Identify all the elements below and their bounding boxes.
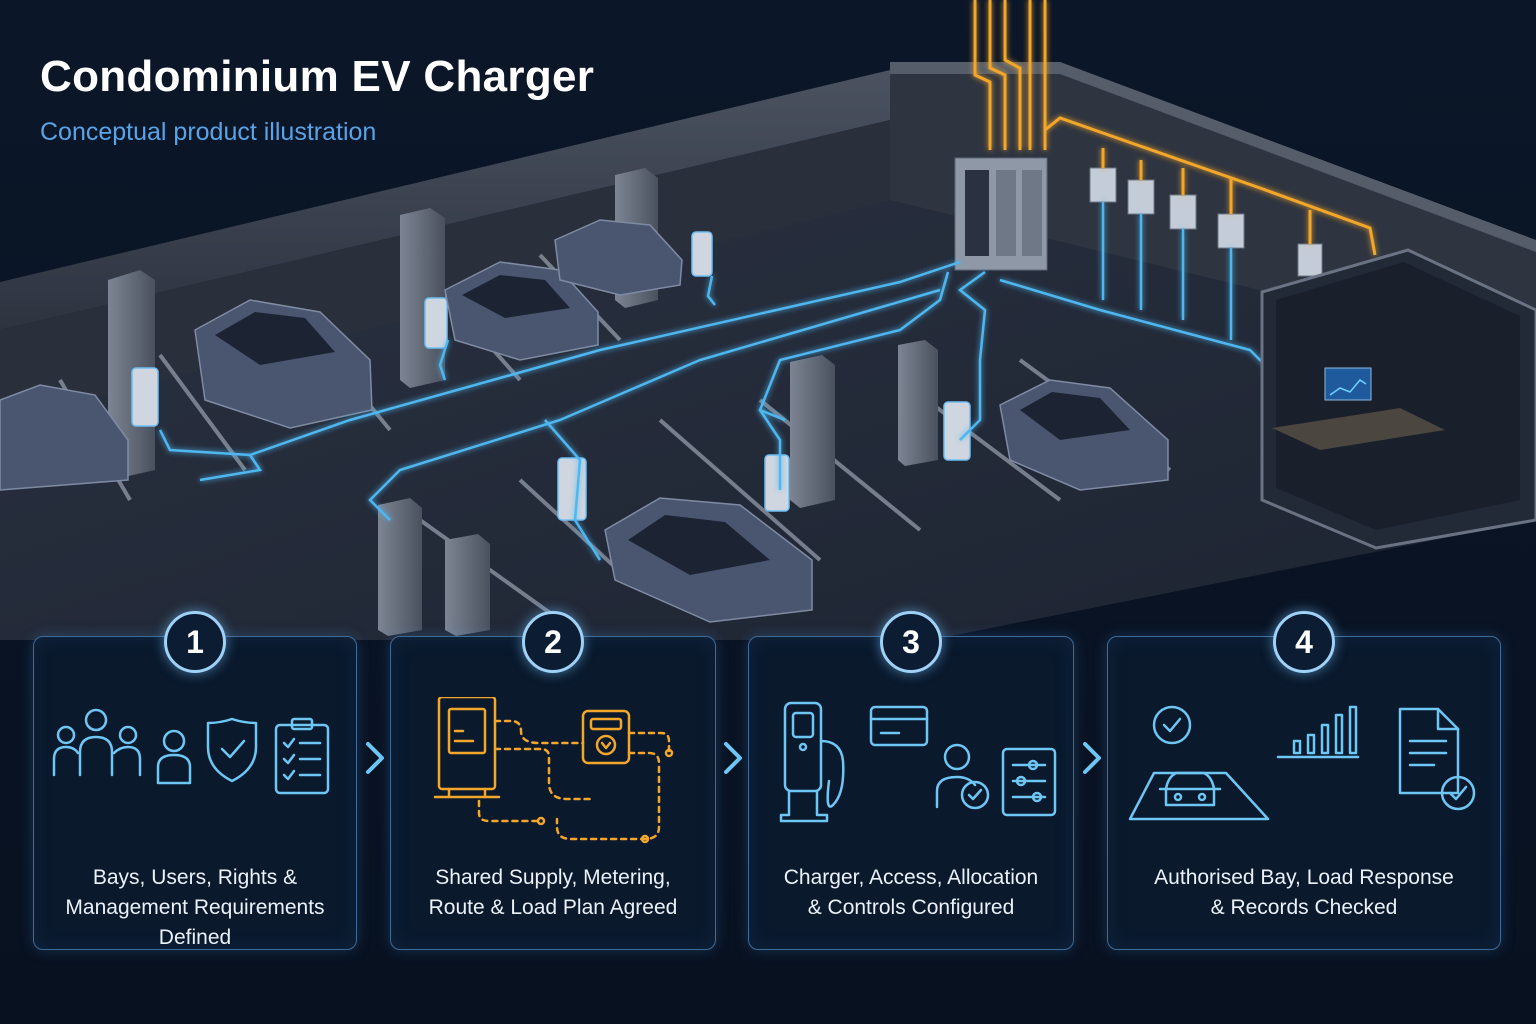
step-number-badge: 4 (1273, 611, 1335, 673)
ev-charger-icon (779, 701, 845, 823)
document-check-icon (1398, 707, 1476, 811)
user-icon (156, 729, 192, 785)
meter-icon (581, 709, 631, 765)
step-description-line: Shared Supply, Metering, (435, 866, 671, 889)
step-description-line: Route & Load Plan Agreed (428, 896, 678, 919)
step-description: Authorised Bay, Load Response & Records … (1116, 863, 1492, 923)
step-description: Charger, Access, Allocation & Controls C… (757, 863, 1065, 923)
step-description-line: & Controls Configured (807, 896, 1015, 919)
step-card-1: 1 (33, 611, 357, 953)
step-description-line: Management Requirements Defined (65, 896, 325, 949)
access-card-icon (869, 705, 929, 747)
control-panel-icon (1001, 747, 1057, 817)
page-title: Condominium EV Charger (40, 52, 595, 101)
cable-route-icon (477, 719, 671, 841)
shield-check-icon (206, 717, 258, 783)
supply-panel-icon (433, 697, 501, 799)
users-group-icon (52, 708, 142, 777)
step-number-badge: 2 (522, 611, 584, 673)
step-number-badge: 3 (880, 611, 942, 673)
step-4-icons (1128, 705, 1476, 821)
step-3-icons (779, 701, 1057, 823)
user-check-icon (935, 743, 990, 810)
step-card-4: 4 (1107, 611, 1501, 950)
step-description-line: Bays, Users, Rights & (92, 866, 298, 889)
step-1-icons (52, 708, 330, 795)
step-description-line: & Records Checked (1210, 896, 1398, 919)
chevron-right-icon (1083, 742, 1101, 774)
chevron-right-icon (366, 742, 384, 774)
car-bay-check-icon (1128, 705, 1270, 821)
step-description: Bays, Users, Rights & Management Require… (42, 863, 348, 953)
step-card-3: 3 (748, 611, 1074, 950)
clipboard-checklist-icon (274, 717, 330, 795)
bar-chart-icon (1276, 705, 1360, 759)
chevron-right-icon (724, 742, 742, 774)
step-description: Shared Supply, Metering, Route & Load Pl… (399, 863, 707, 923)
step-description-line: Charger, Access, Allocation (783, 866, 1039, 889)
step-card-2: 2 (390, 611, 716, 950)
step-number-badge: 1 (164, 611, 226, 673)
step-description-line: Authorised Bay, Load Response (1154, 866, 1454, 889)
step-2-icons (433, 697, 674, 844)
page-subtitle: Conceptual product illustration (40, 118, 377, 146)
